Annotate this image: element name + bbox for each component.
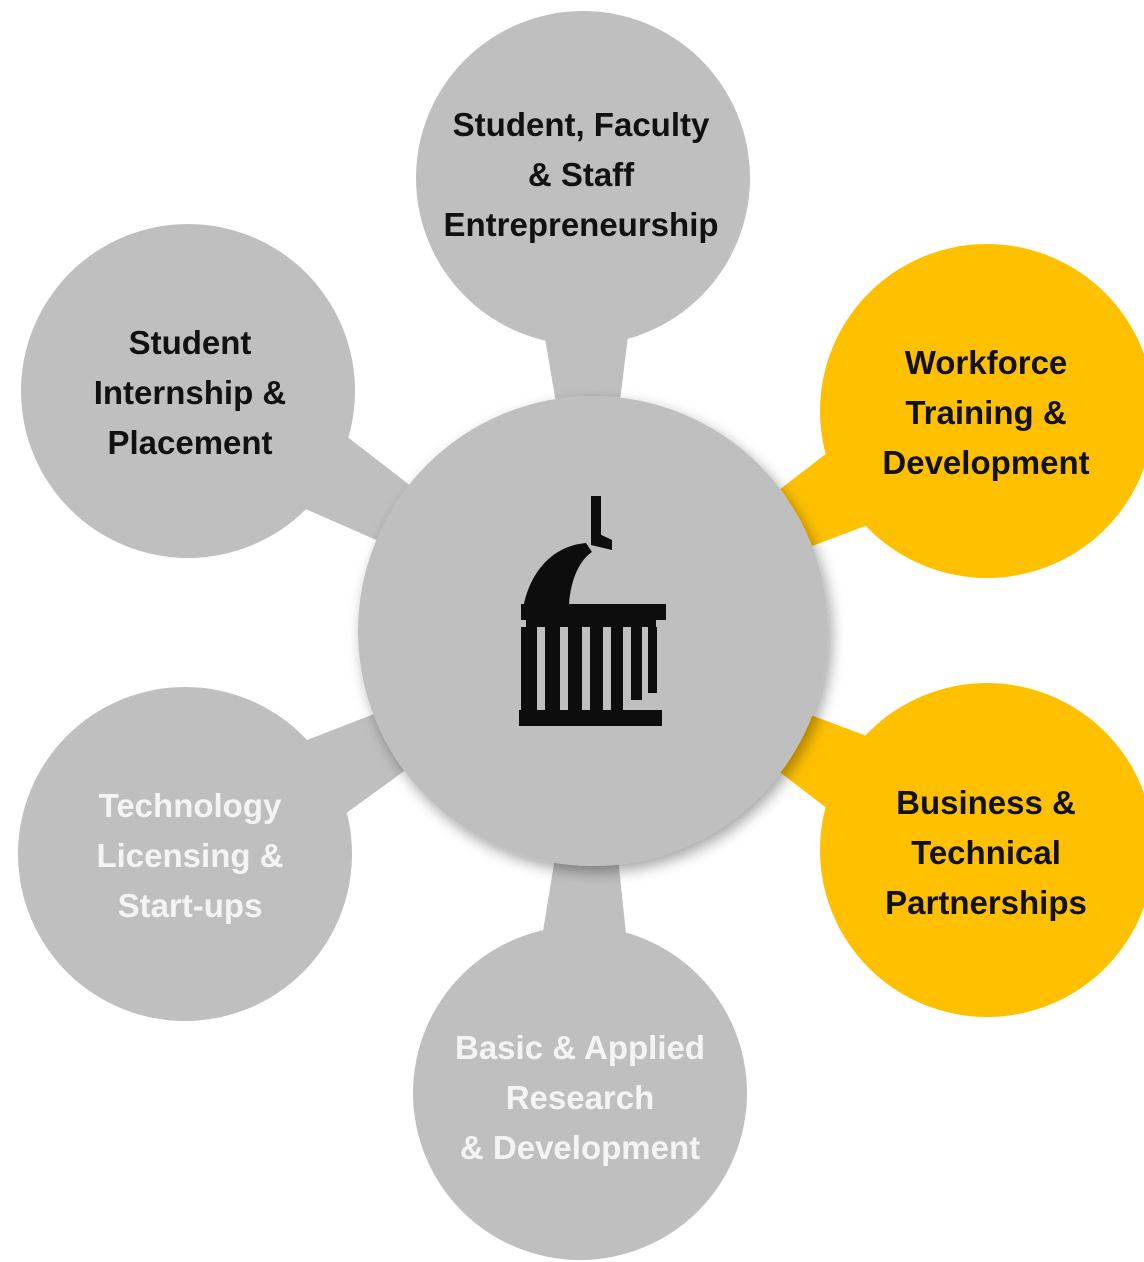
label-line: & Staff xyxy=(527,156,635,193)
label-entrepreneurship: Student, Faculty & Staff Entrepreneurshi… xyxy=(416,100,746,250)
label-line: Technology xyxy=(98,786,282,824)
label-line: Placement xyxy=(107,423,273,461)
label-line: Licensing & xyxy=(96,836,284,874)
label-line: Student xyxy=(128,323,252,361)
capitol-dome-icon xyxy=(519,496,666,726)
label-line: Training & xyxy=(905,393,1067,431)
label-line: Student, Faculty xyxy=(452,106,710,143)
label-line: Partnerships xyxy=(885,883,1087,921)
label-line: Internship & xyxy=(93,373,287,411)
label-line: Research xyxy=(505,1078,655,1116)
label-licensing: Technology Licensing & Start-ups xyxy=(40,778,340,933)
label-research: Basic & Applied Research & Development xyxy=(415,1020,745,1175)
node-circle-entrepreneurship xyxy=(416,11,750,345)
label-internship: Student Internship & Placement xyxy=(40,315,340,470)
label-line: Workforce xyxy=(904,343,1068,381)
label-line: Start-ups xyxy=(117,886,263,924)
node-circle-research xyxy=(413,926,747,1260)
node-circle-partnerships xyxy=(820,683,1144,1017)
node-circle-workforce xyxy=(820,244,1144,578)
connector-research xyxy=(540,845,628,953)
label-line: & Development xyxy=(459,1128,701,1166)
label-line: Technical xyxy=(911,833,1061,871)
label-workforce: Workforce Training & Development xyxy=(836,335,1136,490)
label-partnerships: Business & Technical Partnerships xyxy=(836,775,1136,930)
node-circle-licensing xyxy=(18,687,352,1021)
node-circle-internship xyxy=(21,224,355,558)
label-line: Entrepreneurship xyxy=(443,206,719,243)
label-line: Basic & Applied xyxy=(455,1028,705,1066)
label-line: Development xyxy=(882,443,1090,481)
label-line: Business & xyxy=(896,783,1076,821)
node-circles xyxy=(18,11,1144,1260)
